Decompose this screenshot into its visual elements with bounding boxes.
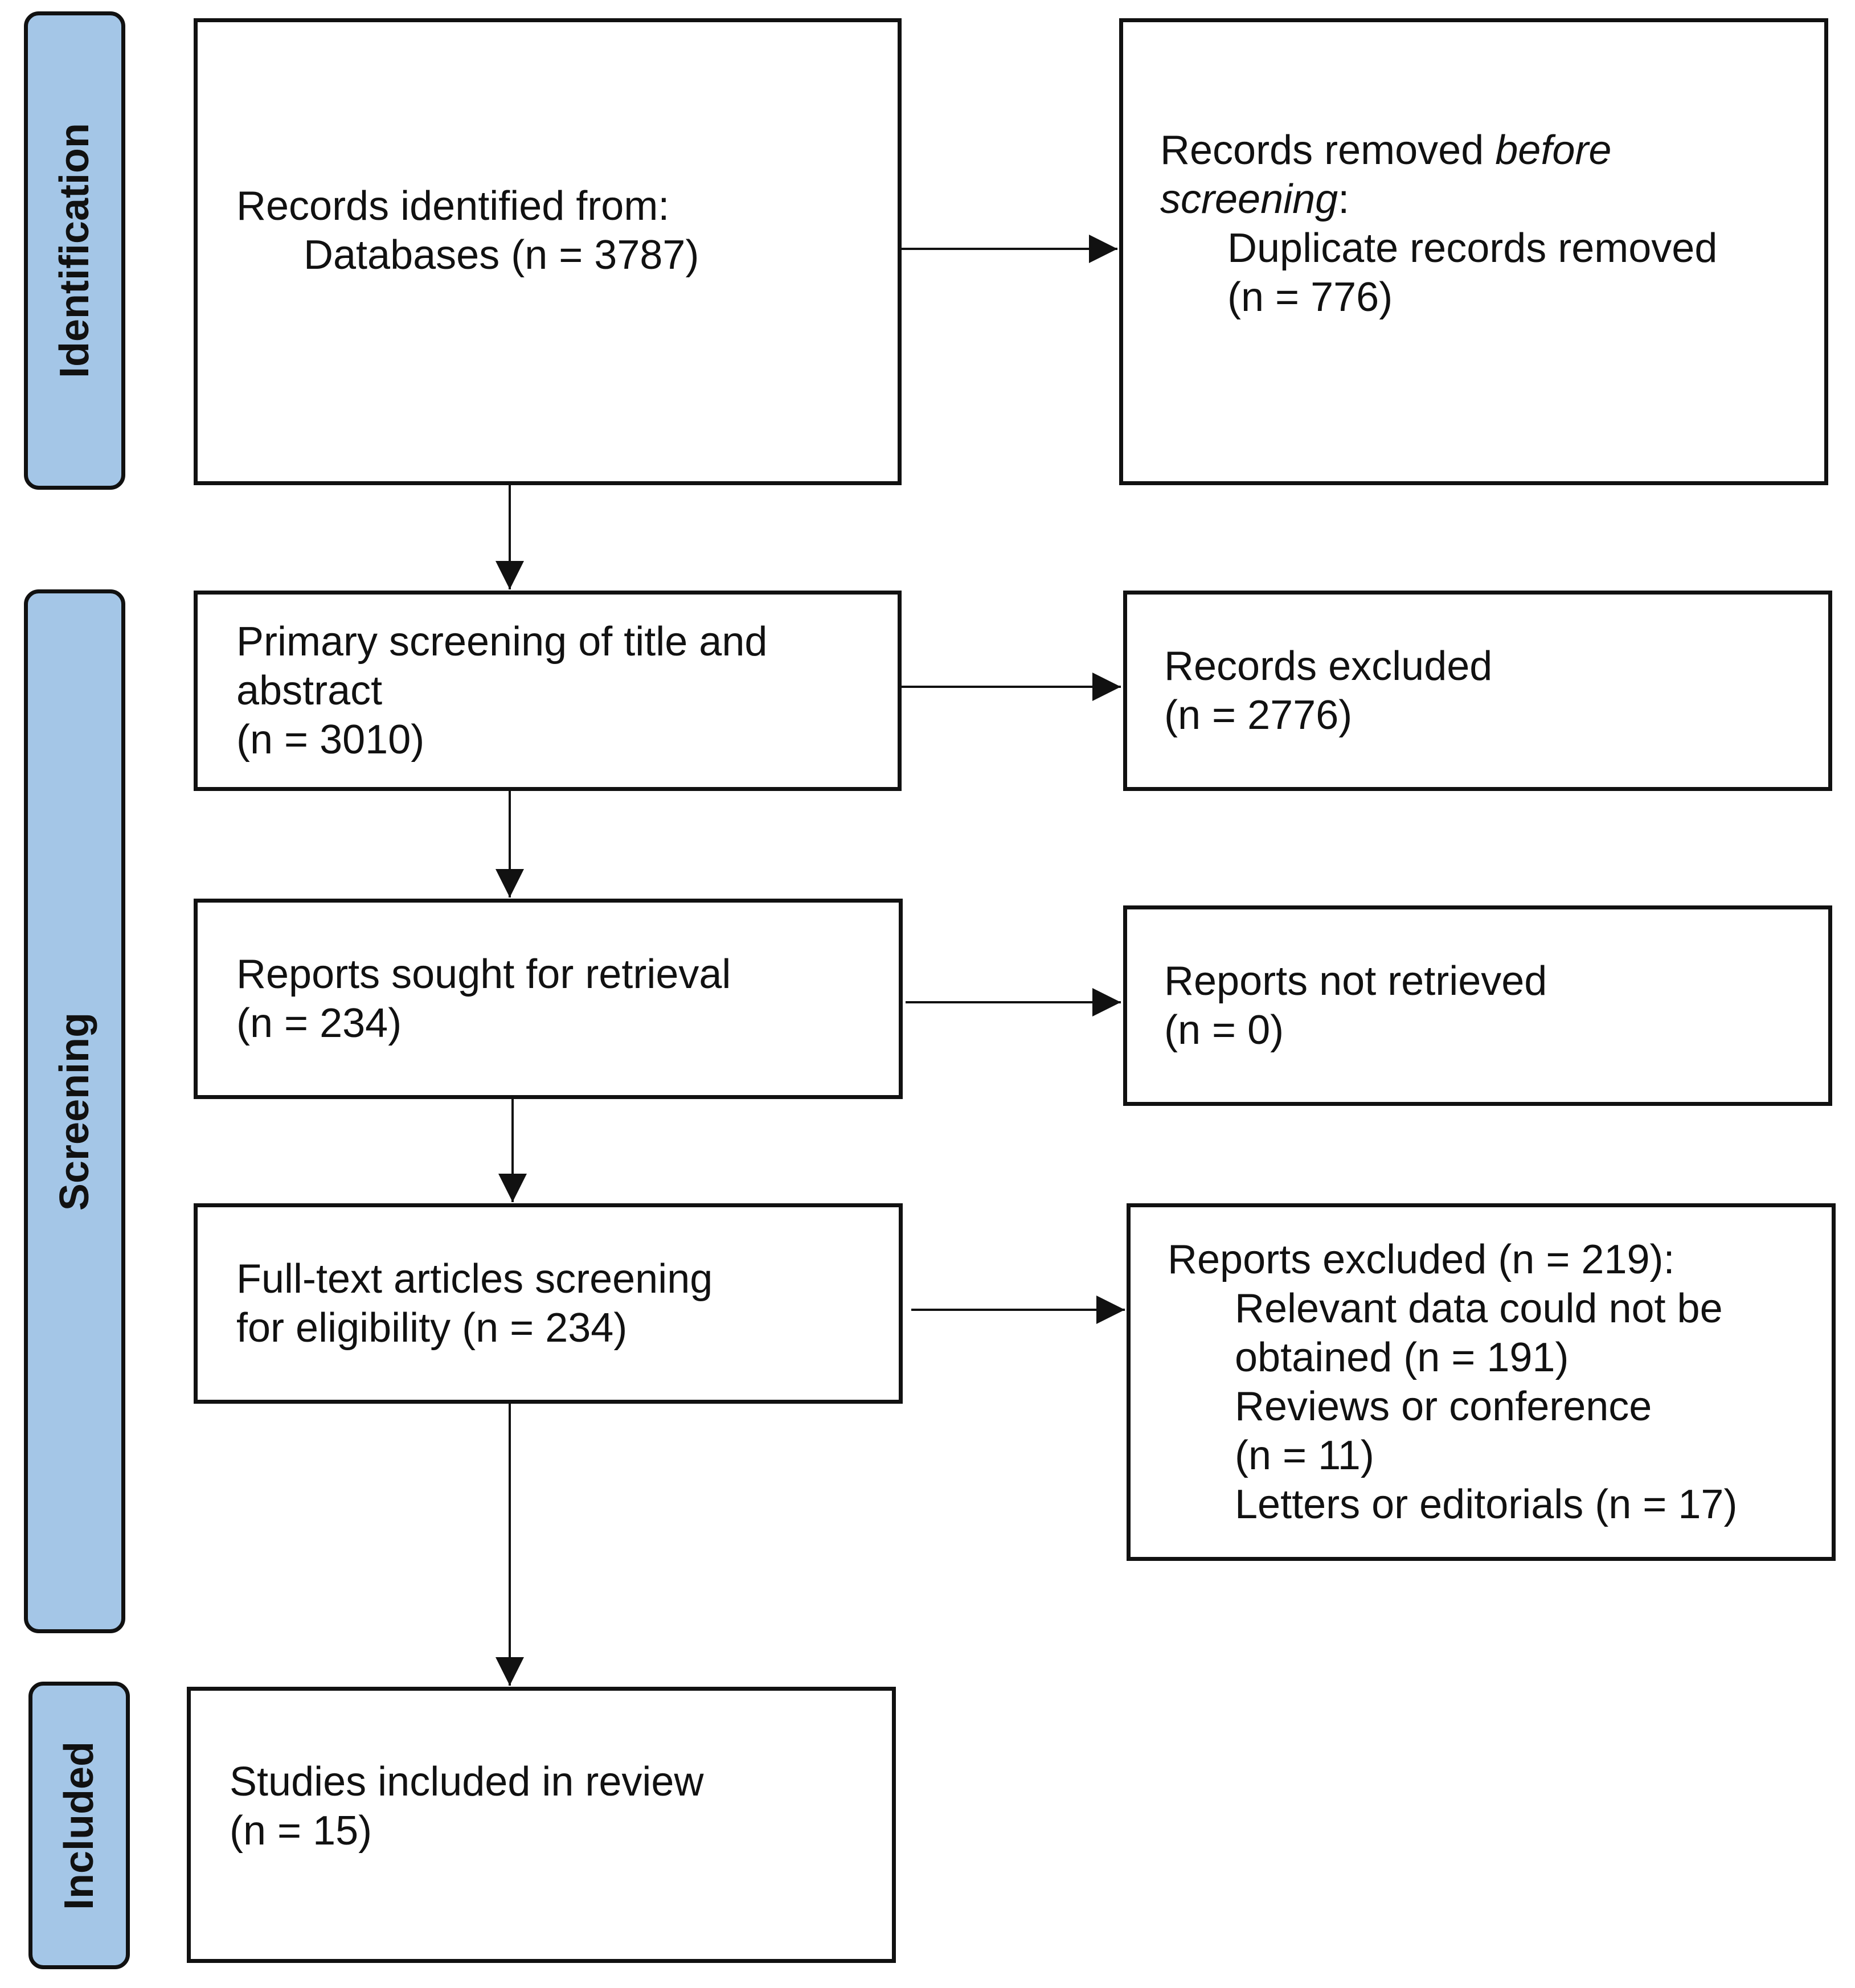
arrowhead-right-1 — [1089, 235, 1117, 263]
not-retrieved-line-1: Reports not retrieved — [1164, 958, 1547, 1004]
included-line-2: (n = 15) — [230, 1808, 372, 1854]
phase-screening: Screening — [24, 589, 125, 1633]
reports-excluded-line-5: (n = 11) — [1235, 1433, 1374, 1478]
box-reports-sought: Reports sought for retrieval (n = 234) — [194, 899, 903, 1099]
not-retrieved-line-2: (n = 0) — [1164, 1007, 1284, 1053]
removed-line-1: Records removed before — [1160, 126, 1824, 175]
excluded-line-2: (n = 2776) — [1164, 692, 1353, 738]
box-records-excluded: Records excluded (n = 2776) — [1123, 591, 1832, 791]
arrowhead-down-3 — [498, 1174, 527, 1202]
reports-excluded-line-2: Relevant data could not be — [1235, 1286, 1723, 1331]
primary-line-3: (n = 3010) — [236, 717, 425, 763]
primary-line-1: Primary screening of title and — [236, 619, 768, 665]
phase-included: Included — [28, 1682, 130, 1969]
identified-line-1: Records identified from: — [236, 183, 670, 229]
box-records-removed: Records removed before screening: Duplic… — [1119, 18, 1828, 485]
box-primary-screening: Primary screening of title and abstract … — [194, 591, 902, 791]
identified-line-2: Databases (n = 3787) — [304, 232, 699, 278]
arrowhead-down-1 — [496, 561, 524, 589]
removed-line-2: screening: — [1160, 175, 1824, 224]
sought-line-1: Reports sought for retrieval — [236, 952, 731, 997]
removed-before-emphasis: before — [1495, 128, 1612, 173]
box-reports-excluded: Reports excluded (n = 219): Relevant dat… — [1127, 1203, 1836, 1561]
box-reports-not-retrieved: Reports not retrieved (n = 0) — [1123, 905, 1832, 1106]
reports-excluded-line-1: Reports excluded (n = 219): — [1168, 1237, 1675, 1282]
phase-identification: Identification — [24, 11, 125, 490]
sought-line-2: (n = 234) — [236, 1001, 402, 1046]
fulltext-line-1: Full-text articles screening — [236, 1256, 713, 1302]
removed-line-1-text: Records removed — [1160, 128, 1496, 173]
removed-line-3: Duplicate records removed — [1227, 226, 1718, 271]
arrowhead-down-4 — [496, 1657, 524, 1686]
removed-line-2-colon: : — [1338, 177, 1350, 222]
arrowhead-right-3 — [1092, 988, 1121, 1016]
removed-line-4: (n = 776) — [1227, 274, 1393, 320]
fulltext-line-2: for eligibility (n = 234) — [236, 1305, 628, 1351]
arrowhead-right-2 — [1092, 673, 1121, 701]
box-studies-included: Studies included in review (n = 15) — [187, 1687, 896, 1963]
box-records-identified: Records identified from: Databases (n = … — [194, 18, 902, 485]
box-fulltext-screening: Full-text articles screening for eligibi… — [194, 1203, 903, 1404]
primary-line-2: abstract — [236, 668, 383, 714]
reports-excluded-line-3: obtained (n = 191) — [1235, 1335, 1569, 1380]
reports-excluded-line-4: Reviews or conference — [1235, 1384, 1652, 1429]
arrowhead-right-4 — [1096, 1296, 1125, 1324]
removed-screening-emphasis: screening — [1160, 177, 1338, 222]
excluded-line-1: Records excluded — [1164, 643, 1493, 689]
included-line-1: Studies included in review — [230, 1759, 704, 1805]
reports-excluded-line-6: Letters or editorials (n = 17) — [1235, 1482, 1738, 1527]
arrowhead-down-2 — [496, 869, 524, 897]
